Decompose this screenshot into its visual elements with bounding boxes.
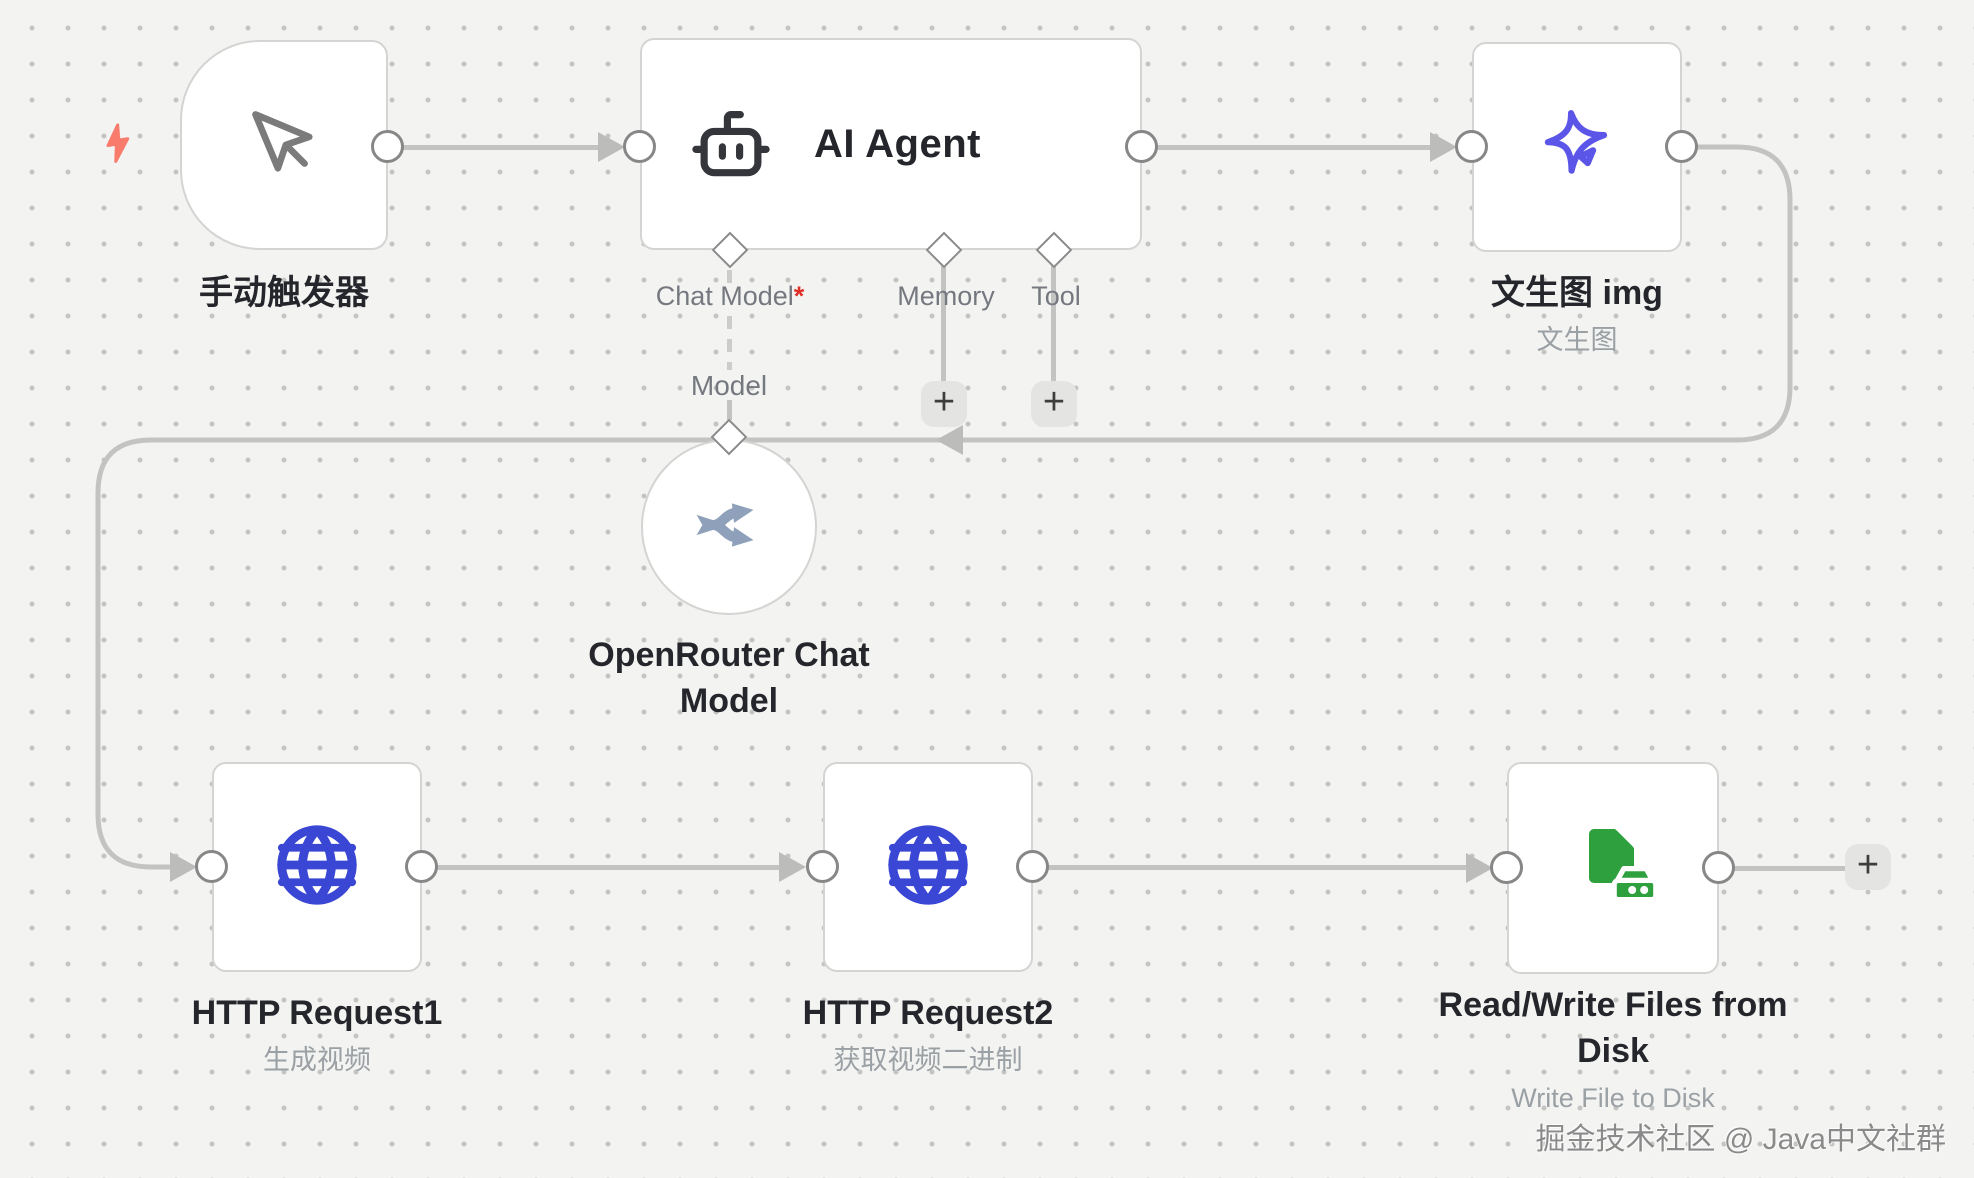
globe-icon	[271, 819, 363, 916]
required-asterisk: *	[793, 281, 805, 311]
arrowhead-http1-input	[170, 852, 197, 882]
label-chat-model-port: Chat Model*	[655, 281, 805, 311]
file-drive-icon	[1565, 818, 1661, 919]
add-next-node-button[interactable]: +	[1845, 844, 1891, 890]
label-read-write: Read/Write Files from Disk Write File to…	[1438, 986, 1788, 1113]
port-agent-input[interactable]	[623, 130, 656, 163]
node-openrouter-chat-model[interactable]	[641, 439, 817, 615]
port-http1-output[interactable]	[405, 850, 438, 883]
port-rw-output[interactable]	[1702, 851, 1735, 884]
label-http1: HTTP Request1 生成视频	[191, 994, 443, 1075]
sparkle-icon	[1533, 101, 1621, 194]
wire-tool-to-plus	[1051, 264, 1056, 382]
arrowhead-http2-input	[779, 852, 806, 882]
ai-agent-title: AI Agent	[814, 121, 981, 166]
node-ai-agent[interactable]: AI Agent	[640, 38, 1142, 250]
wire-agent-to-image	[1142, 145, 1430, 150]
port-http2-input[interactable]	[806, 850, 839, 883]
arrowhead-rw-input	[1466, 853, 1493, 883]
port-agent-output[interactable]	[1125, 130, 1158, 163]
watermark: 掘金技术社区 @ Java中文社群	[1535, 1123, 1947, 1156]
mouse-pointer-icon	[246, 105, 322, 186]
port-http2-output[interactable]	[1016, 850, 1049, 883]
bot-icon	[688, 101, 774, 187]
label-text-to-image: 文生图 img 文生图	[1491, 274, 1663, 355]
node-http-request-2[interactable]	[823, 762, 1033, 972]
node-read-write-files[interactable]	[1507, 762, 1719, 974]
wire-chatmodel-dashed-a	[727, 270, 732, 284]
zap-icon	[96, 120, 140, 171]
port-rw-input[interactable]	[1490, 851, 1523, 884]
wire-rw-to-plus	[1719, 866, 1847, 871]
wire-memory-to-plus	[941, 264, 946, 382]
add-tool-button[interactable]: +	[1031, 381, 1077, 427]
wire-http1-to-http2	[422, 865, 779, 870]
label-model-port: Model	[690, 370, 768, 401]
label-openrouter: OpenRouter Chat Model	[588, 636, 870, 720]
openrouter-icon	[689, 489, 769, 566]
add-memory-button[interactable]: +	[921, 381, 967, 427]
arrowhead-image-input	[1430, 132, 1457, 162]
node-manual-trigger[interactable]	[180, 40, 388, 250]
label-http2: HTTP Request2 获取视频二进制	[802, 994, 1054, 1075]
wire-chatmodel-stub	[727, 400, 732, 420]
node-http-request-1[interactable]	[212, 762, 422, 972]
port-image-input[interactable]	[1455, 130, 1488, 163]
globe-icon	[882, 819, 974, 916]
node-text-to-image[interactable]	[1472, 42, 1682, 252]
arrowhead-agent-input	[598, 132, 625, 162]
wire-trigger-to-agent	[388, 145, 598, 150]
wire-http2-to-rw	[1033, 865, 1466, 870]
wire-chatmodel-dashed-b	[727, 316, 732, 370]
port-trigger-output[interactable]	[371, 130, 404, 163]
port-http1-input[interactable]	[195, 850, 228, 883]
port-image-output[interactable]	[1665, 130, 1698, 163]
arrowhead-loop-midline	[936, 425, 963, 455]
label-memory-port: Memory	[897, 281, 995, 311]
label-tool-port: Tool	[1031, 281, 1081, 311]
label-manual-trigger: 手动触发器	[199, 274, 369, 312]
